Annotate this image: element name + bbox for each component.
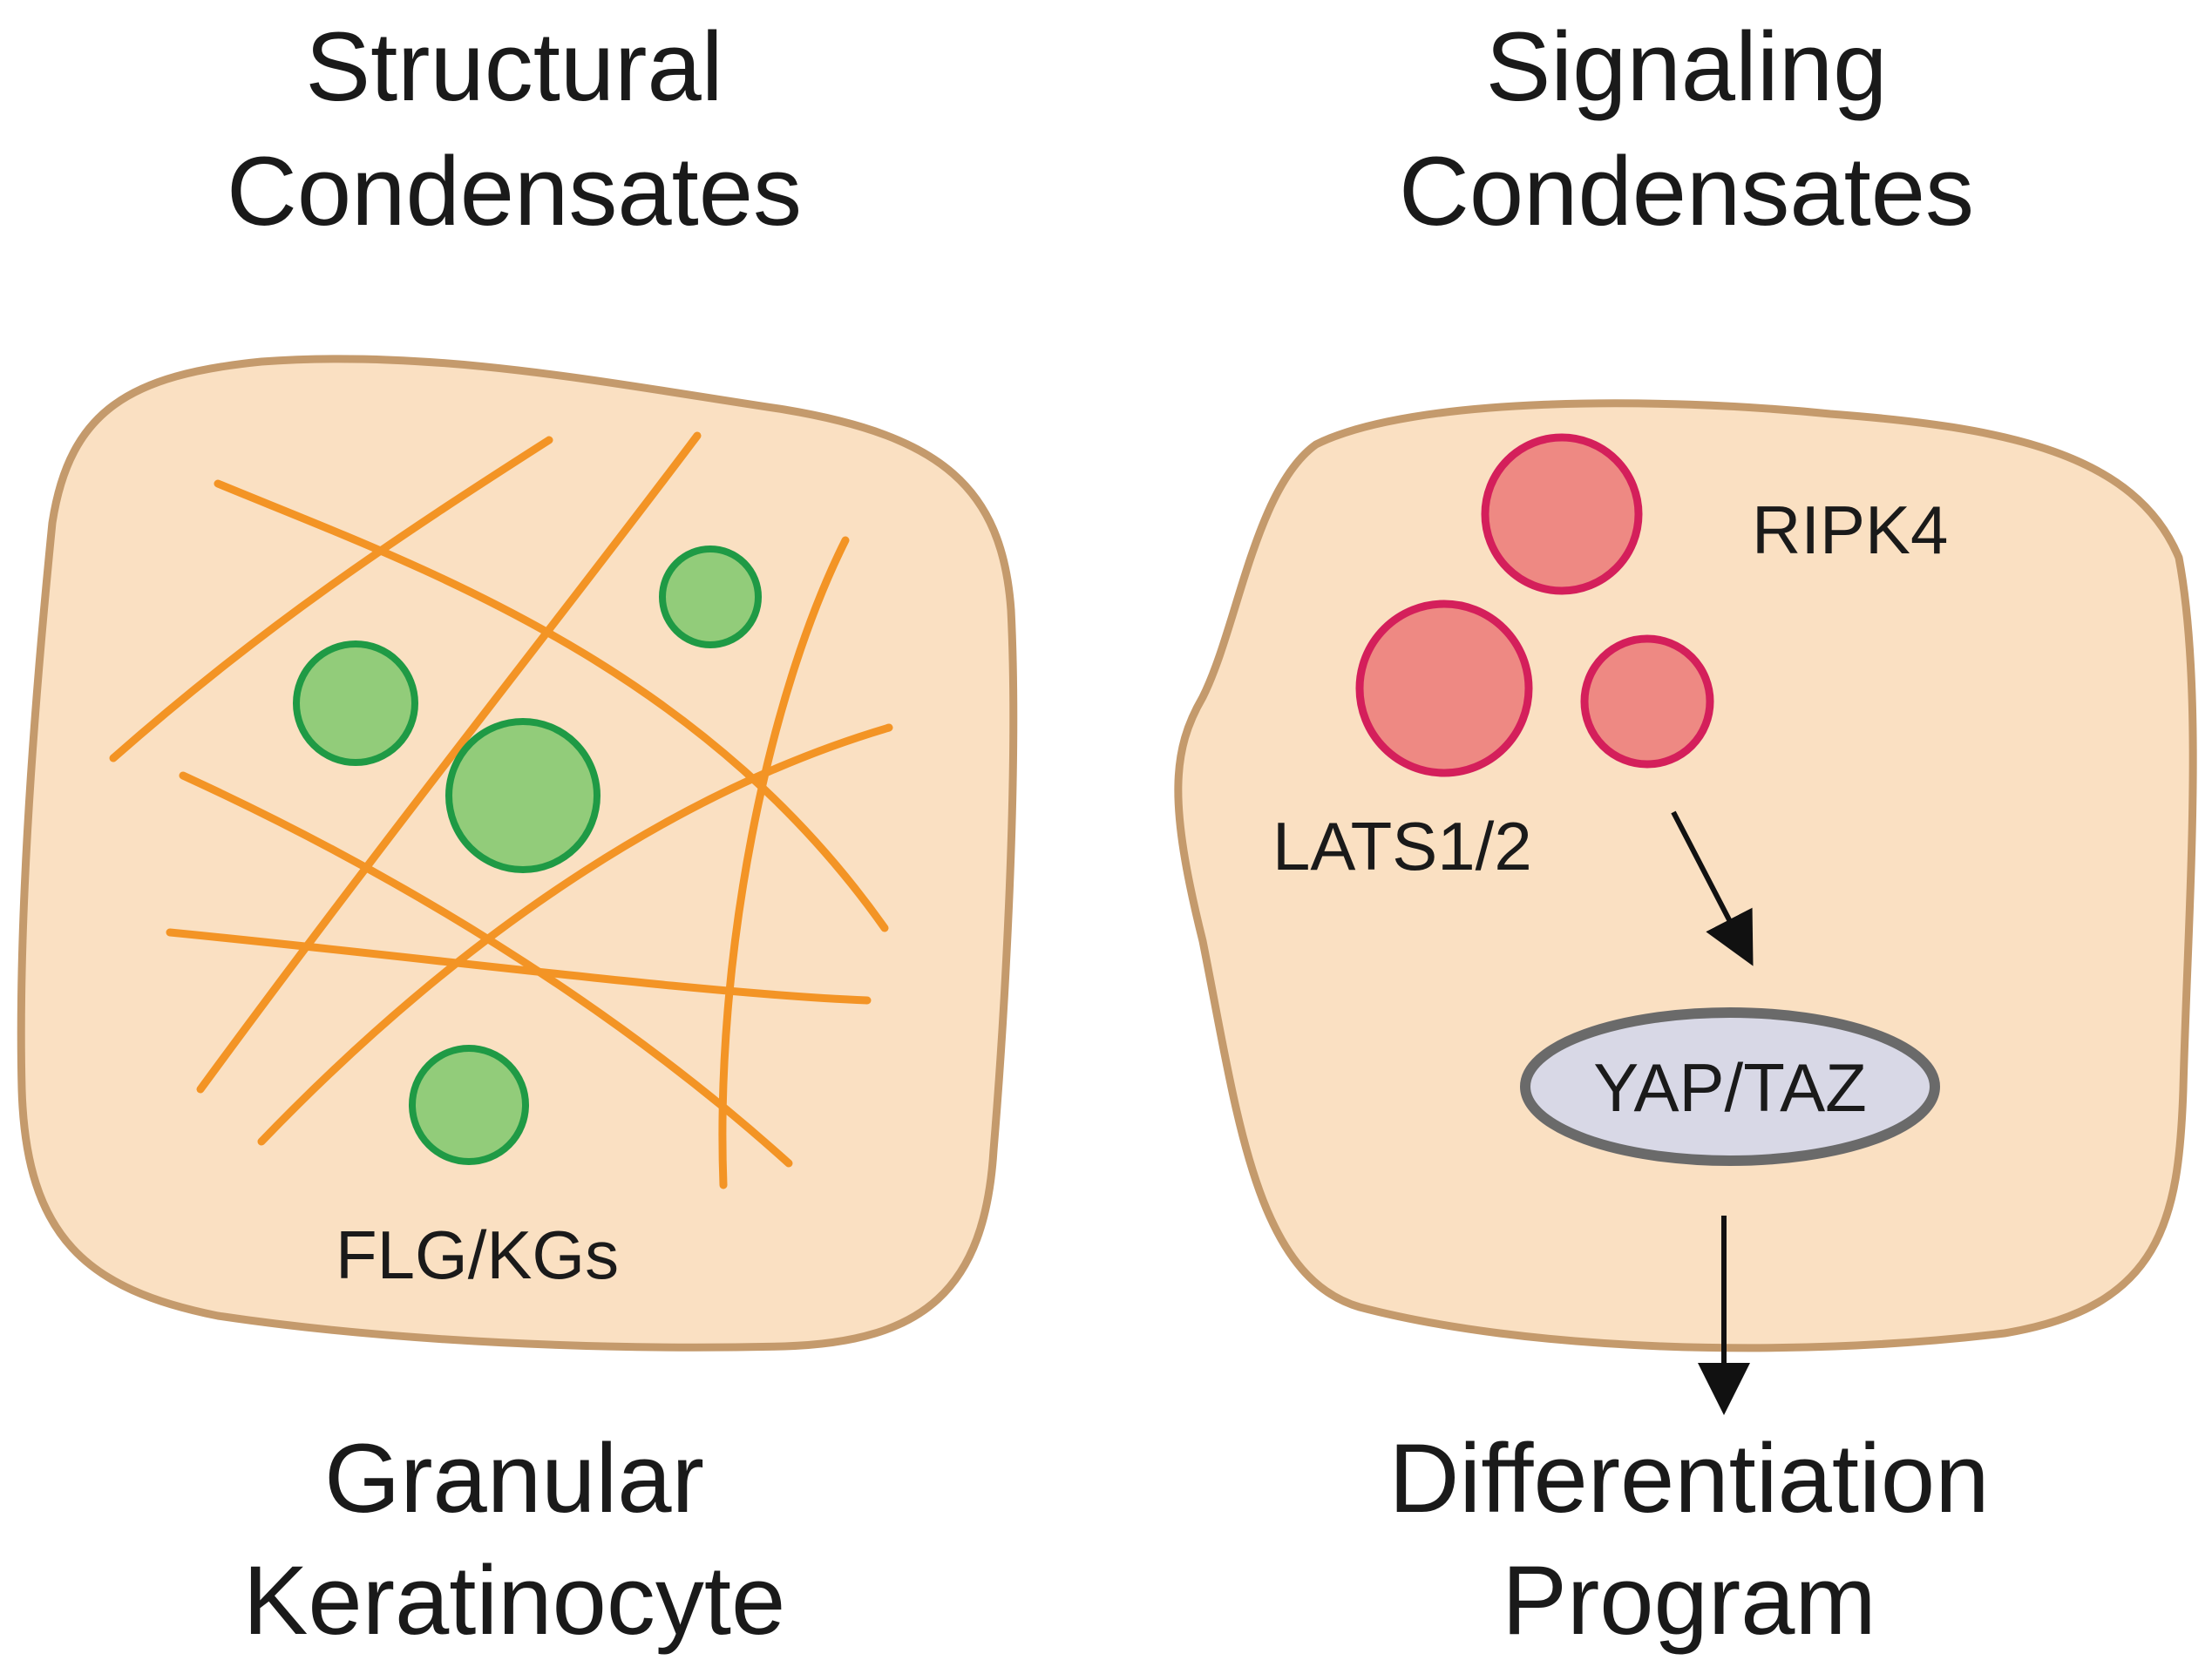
right-title-line2: Condensates — [1399, 137, 1974, 246]
left-title-line1: Structural — [305, 12, 723, 121]
granule-center — [445, 718, 600, 873]
granule-left — [293, 640, 418, 766]
left-footer-line2: Keratinocyte — [243, 1546, 786, 1655]
flg-granules — [293, 546, 762, 1165]
yap-taz-node — [1520, 1007, 1940, 1166]
filament-6 — [257, 723, 893, 1146]
right-title-line1: Signaling — [1486, 12, 1888, 121]
ripk4-label: RIPK4 — [1752, 491, 1948, 568]
granule-top-right — [659, 546, 762, 648]
keratin-filaments — [109, 431, 893, 1189]
filament-4 — [196, 431, 702, 1094]
condensates — [1355, 433, 1714, 777]
lats-to-yap-arrow — [1671, 810, 1754, 966]
right-footer-line2: Program — [1502, 1546, 1876, 1655]
left-footer-line1: Granular — [324, 1424, 704, 1533]
right-panel: Signaling Condensates RIPK4 LATS1/2 YAP/… — [1174, 12, 2197, 1655]
condensate-right — [1580, 634, 1714, 769]
condensate-left — [1355, 600, 1533, 777]
yap-taz-label: YAP/TAZ — [1593, 1049, 1867, 1126]
filament-2 — [109, 436, 553, 762]
left-panel: Structural Condensates FLG/KGs Granular … — [17, 12, 1018, 1655]
right-footer-line1: Differentiation — [1388, 1424, 1989, 1533]
filament-7 — [718, 536, 850, 1189]
filament-1 — [214, 479, 889, 932]
flg-kgs-label: FLG/KGs — [336, 1216, 619, 1293]
condensate-top — [1481, 433, 1643, 595]
left-title-line2: Condensates — [227, 137, 802, 246]
granule-bottom — [409, 1045, 529, 1165]
filament-5 — [166, 928, 872, 1005]
lats-label: LATS1/2 — [1272, 808, 1532, 884]
filament-3 — [179, 771, 793, 1168]
